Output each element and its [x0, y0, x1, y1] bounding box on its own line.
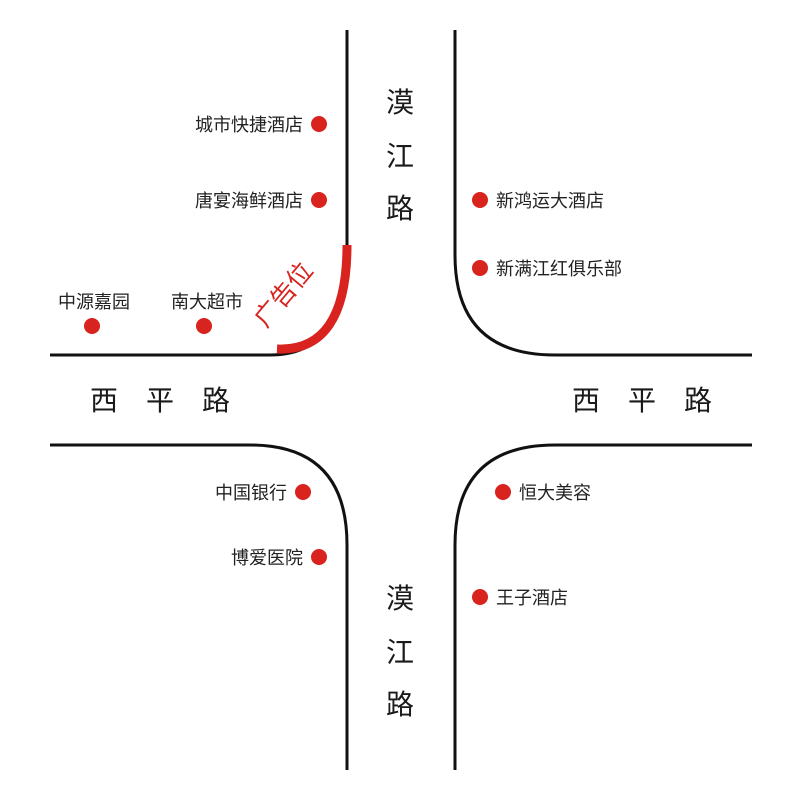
poi-marker-tangyan [311, 192, 327, 208]
poi-marker-xinhong [472, 192, 488, 208]
road-name-hanjiang-top-1: 漠 [386, 86, 414, 119]
poi-label-xinman: 新满江红俱乐部 [496, 259, 622, 280]
poi-label-zhongyuan: 中源嘉园 [58, 292, 130, 313]
poi-marker-city-hotel [311, 116, 327, 132]
poi-label-hengda: 恒大美容 [519, 483, 591, 504]
ad-position-band [276, 244, 352, 354]
road-name-xiping-left: 西 平 路 [90, 384, 230, 417]
poi-label-city-hotel: 城市快捷酒店 [195, 115, 303, 136]
road-name-hanjiang-top-3: 路 [386, 192, 414, 225]
poi-label-wangzi: 王子酒店 [496, 588, 568, 609]
poi-label-nanda: 南大超市 [171, 292, 243, 313]
poi-label-boai: 博爱医院 [231, 548, 303, 569]
road-edge-bottom-right [453, 443, 752, 770]
ad-position-label: 广告位 [248, 256, 318, 332]
road-name-xiping-right: 西 平 路 [572, 384, 712, 417]
poi-marker-boai [311, 549, 327, 565]
road-name-hanjiang-bottom-2: 江 [386, 636, 414, 669]
road-name-hanjiang-bottom-1: 漠 [386, 582, 414, 615]
poi-label-xinhong: 新鸿运大酒店 [496, 191, 604, 212]
poi-label-tangyan: 唐宴海鲜酒店 [195, 190, 303, 212]
poi-marker-hengda [495, 484, 511, 500]
road-name-hanjiang-bottom-3: 路 [386, 688, 414, 721]
poi-marker-zhongyuan [84, 318, 100, 334]
poi-marker-boc [295, 484, 311, 500]
poi-label-boc: 中国银行 [215, 483, 287, 504]
poi-marker-xinman [472, 260, 488, 276]
road-edge-top-right [453, 30, 752, 357]
poi-marker-nanda [196, 318, 212, 334]
poi-marker-wangzi [472, 589, 488, 605]
road-name-hanjiang-top-2: 江 [386, 140, 414, 173]
road-edge-bottom-left [50, 443, 349, 770]
